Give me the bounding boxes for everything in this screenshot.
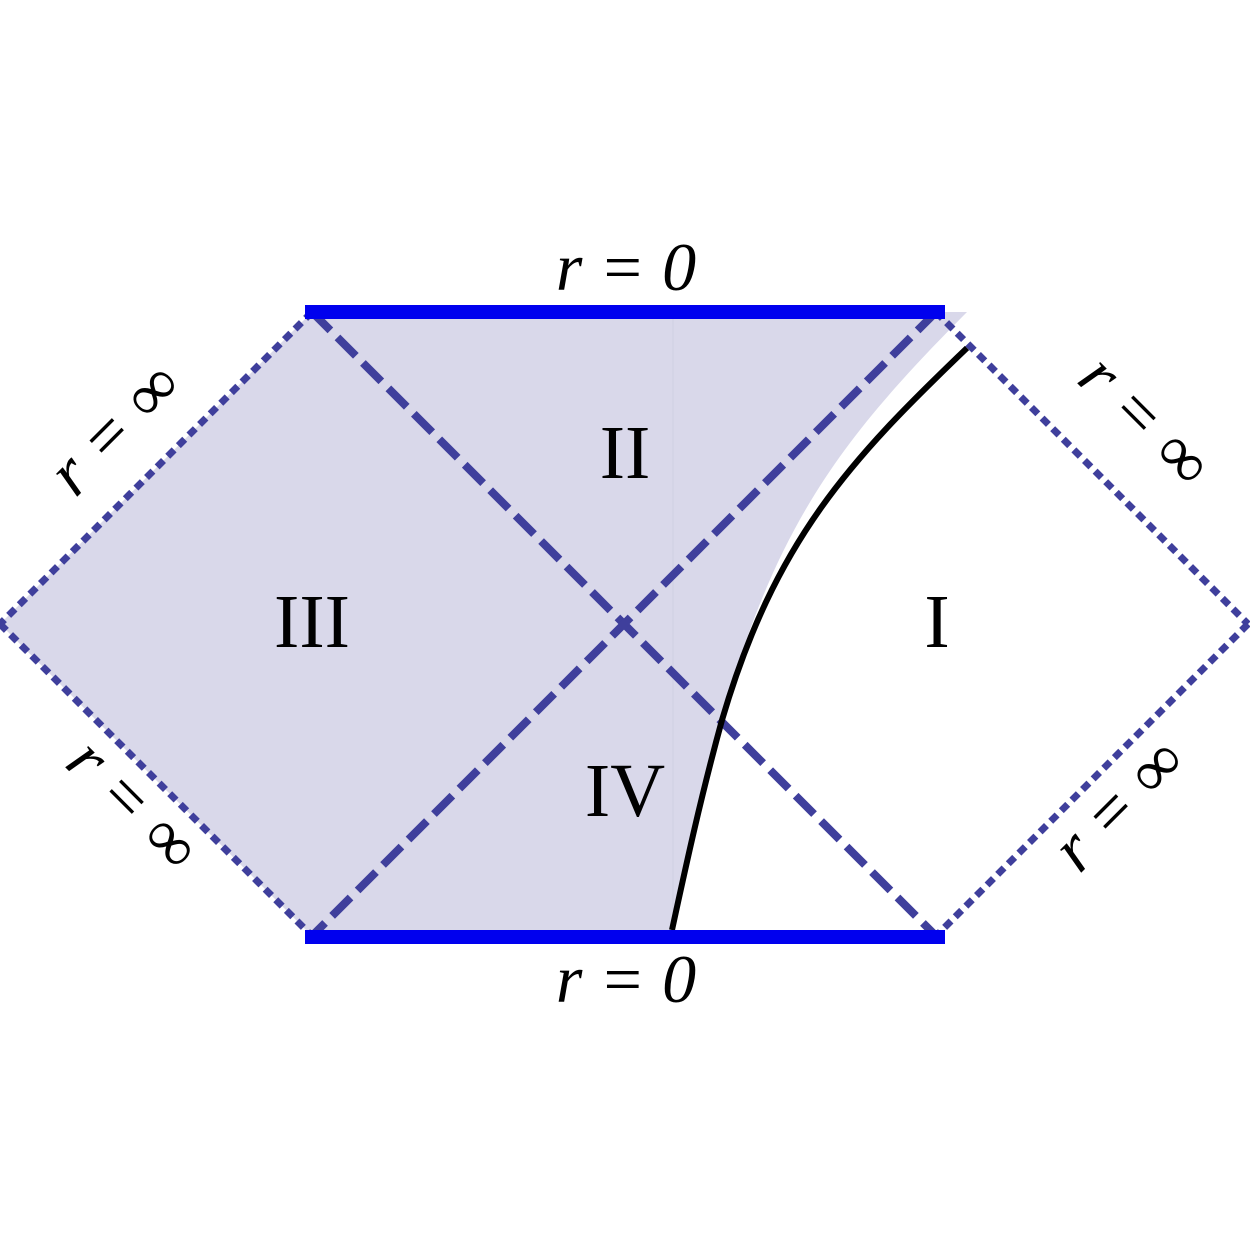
boundary-lower-right bbox=[933, 621, 1250, 939]
worldline-curve bbox=[669, 345, 970, 931]
horizon-diagonal-b bbox=[309, 309, 939, 939]
label-region-III: III bbox=[274, 580, 350, 664]
label-region-I: I bbox=[924, 580, 949, 664]
label-upper-right-infinity: r = ∞ bbox=[1065, 338, 1228, 501]
shaded-region bbox=[0, 312, 967, 936]
label-bottom-singularity: r = 0 bbox=[556, 941, 696, 1017]
label-top-singularity: r = 0 bbox=[556, 229, 696, 305]
boundary-upper-right bbox=[933, 309, 1250, 627]
horizons bbox=[309, 309, 939, 939]
label-region-II: II bbox=[600, 411, 651, 495]
conformal-boundaries bbox=[0, 309, 1250, 939]
boundary-lower-left bbox=[0, 621, 315, 939]
boundary-upper-left bbox=[0, 309, 315, 627]
label-lower-right-infinity: r = ∞ bbox=[1036, 722, 1199, 885]
label-region-IV: IV bbox=[585, 749, 665, 833]
